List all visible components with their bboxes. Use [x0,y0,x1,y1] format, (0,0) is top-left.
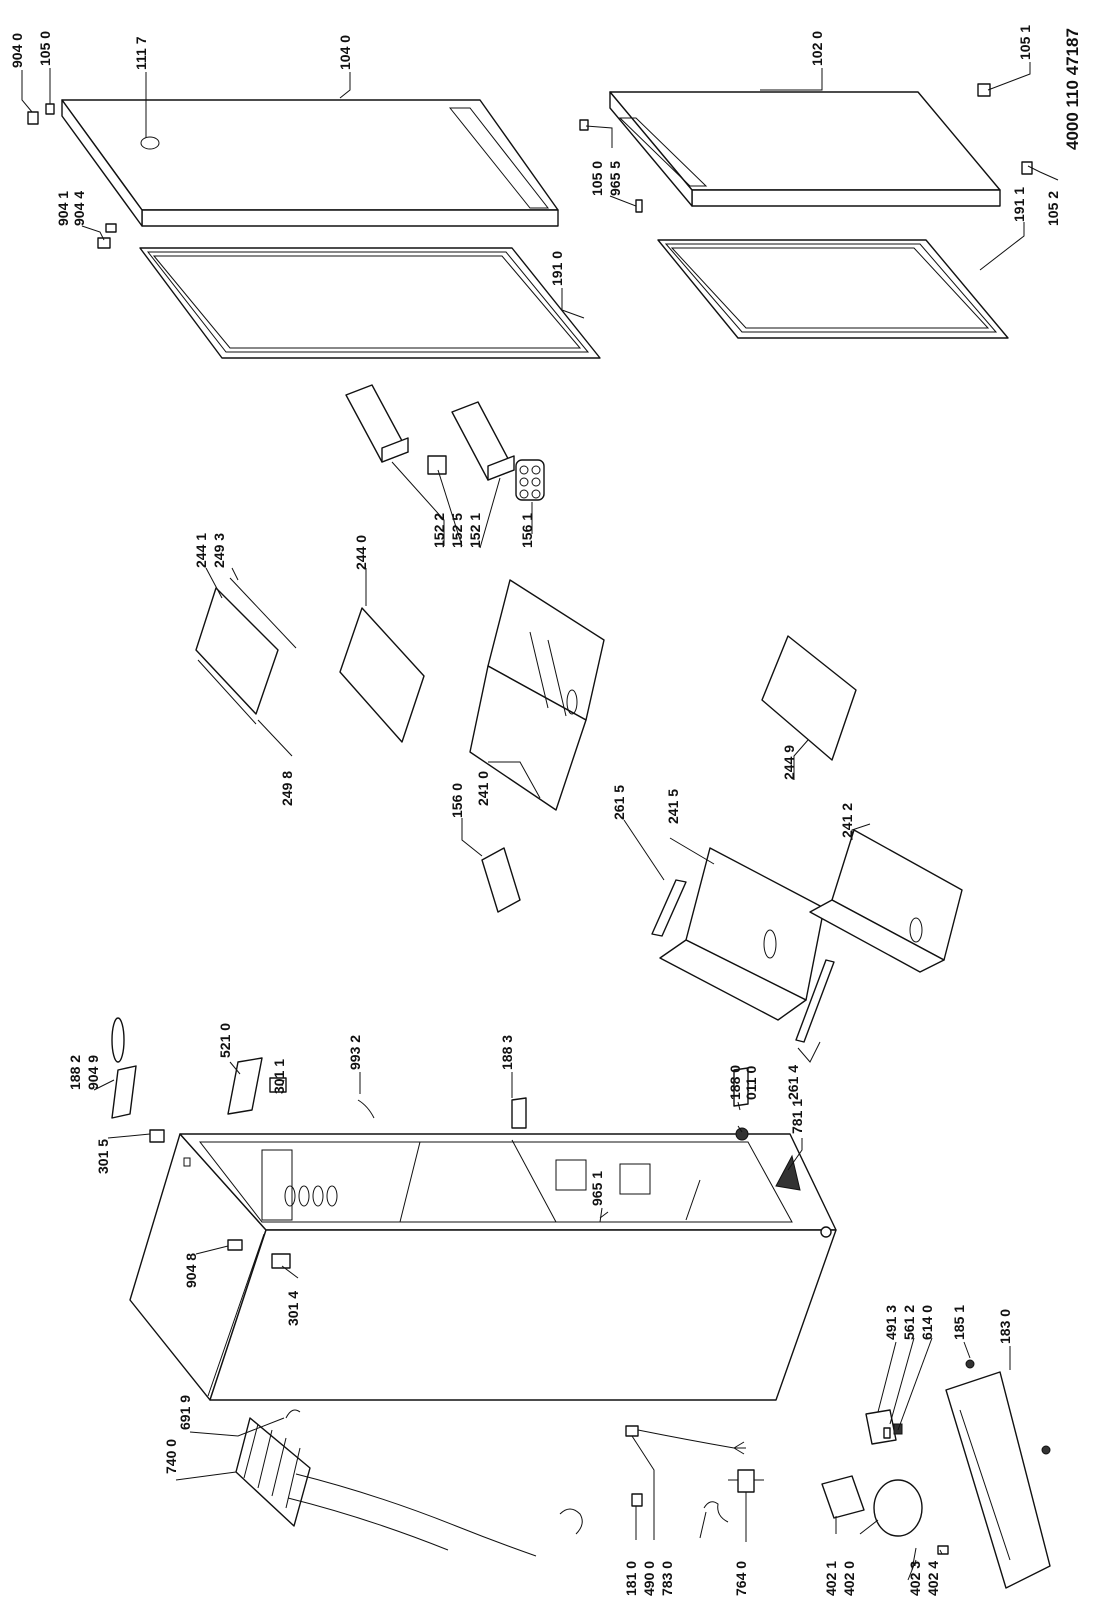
callout-c5612: 561 2 [901,1305,917,1340]
callout-c9048: 904 8 [183,1253,199,1288]
fridge-door [61,99,559,227]
callout-c1521: 152 1 [467,513,483,548]
callout-c1040: 104 0 [337,35,353,70]
egg-tray [515,459,545,501]
callout-c9041: 904 1 [55,191,71,226]
callout-c2410: 241 0 [475,771,491,806]
callout-c2498: 249 8 [279,771,295,806]
callout-c4020: 402 0 [841,1561,857,1596]
callout-c2441: 244 1 [193,533,209,568]
callout-c1020: 102 0 [809,31,825,66]
callout-c7640: 764 0 [733,1561,749,1596]
callout-c9040a: 904 0 [9,33,25,68]
glass-shelf-upper [195,577,297,725]
callout-c4023: 402 3 [907,1561,923,1596]
compressor-base-plate [945,1359,1051,1589]
callout-c3015: 301 5 [95,1139,111,1174]
callout-c1522: 152 2 [431,513,447,548]
callout-c2493: 249 3 [211,533,227,568]
callout-c1052: 105 2 [1045,191,1061,226]
callout-c3011: 301 1 [271,1059,287,1094]
callout-c1880: 188 0 [727,1065,743,1100]
leader-lines [21,62,1059,1571]
freezer-drawer-upper [659,847,825,1021]
callout-c5210: 521 0 [217,1023,233,1058]
callout-c7811: 781 1 [789,1099,805,1134]
callout-c2415: 241 5 [665,789,681,824]
callout-c1051: 105 1 [1017,25,1033,60]
condenser [235,1409,583,1557]
callout-c9932: 993 2 [347,1035,363,1070]
fridge-door-gasket [139,247,601,359]
callout-c1561: 156 1 [519,513,535,548]
callout-c1882: 188 2 [67,1055,83,1090]
callout-c1050b: 105 0 [589,161,605,196]
power-cord [625,1425,746,1523]
callout-c1910: 191 0 [549,251,565,286]
callout-c6140: 614 0 [919,1305,935,1340]
cabinet-body [129,1133,837,1401]
callout-c0110: 011 0 [743,1066,759,1100]
callout-c1911: 191 1 [1011,187,1027,222]
callout-c7400: 740 0 [163,1439,179,1474]
door-balconies [345,384,515,481]
callout-c9049: 904 9 [85,1055,101,1090]
callout-c1830: 183 0 [997,1309,1013,1344]
crisper-drawer [469,579,605,811]
callout-c1810: 181 0 [623,1561,639,1596]
start-relay [728,1469,764,1493]
callout-c4900: 490 0 [641,1561,657,1596]
callout-c1525: 152 5 [449,513,465,548]
freezer-drawer-lower [809,829,963,973]
callout-c2449: 244 9 [781,745,797,780]
callout-c2412: 241 2 [839,803,855,838]
freezer-door [609,91,1001,207]
callout-c7830: 783 0 [659,1561,675,1596]
callout-c1883: 188 3 [499,1035,515,1070]
cabinet-hardware [357,1067,832,1238]
callout-c9651: 965 1 [589,1171,605,1206]
document-number: 4000 110 47187 [1063,28,1082,150]
callout-c1117: 111 7 [133,36,149,70]
callout-c3014: 301 4 [285,1291,301,1326]
callout-c1851: 185 1 [951,1305,967,1340]
freezer-door-gasket [657,239,1009,339]
glass-shelf-middle [339,607,425,743]
callout-c4021: 402 1 [823,1561,839,1596]
lamp-and-controls [111,1017,291,1269]
callout-c2440: 244 0 [353,535,369,570]
egg-tray-large [481,847,521,913]
callout-c2614: 261 4 [785,1065,801,1100]
callout-c2615: 261 5 [611,785,627,820]
callout-c9044: 904 4 [71,191,87,226]
drawer-rails [651,879,835,1043]
callout-c4913: 491 3 [883,1305,899,1340]
callout-c6919: 691 9 [177,1395,193,1430]
compressor [821,1475,949,1581]
callout-c1050a: 105 0 [37,31,53,66]
caster [631,1493,643,1507]
glass-shelf-freezer [761,635,857,761]
callout-c9655: 965 5 [607,161,623,196]
control-box [865,1409,903,1445]
callout-c1560: 156 0 [449,783,465,818]
callout-c4024: 402 4 [925,1561,941,1596]
